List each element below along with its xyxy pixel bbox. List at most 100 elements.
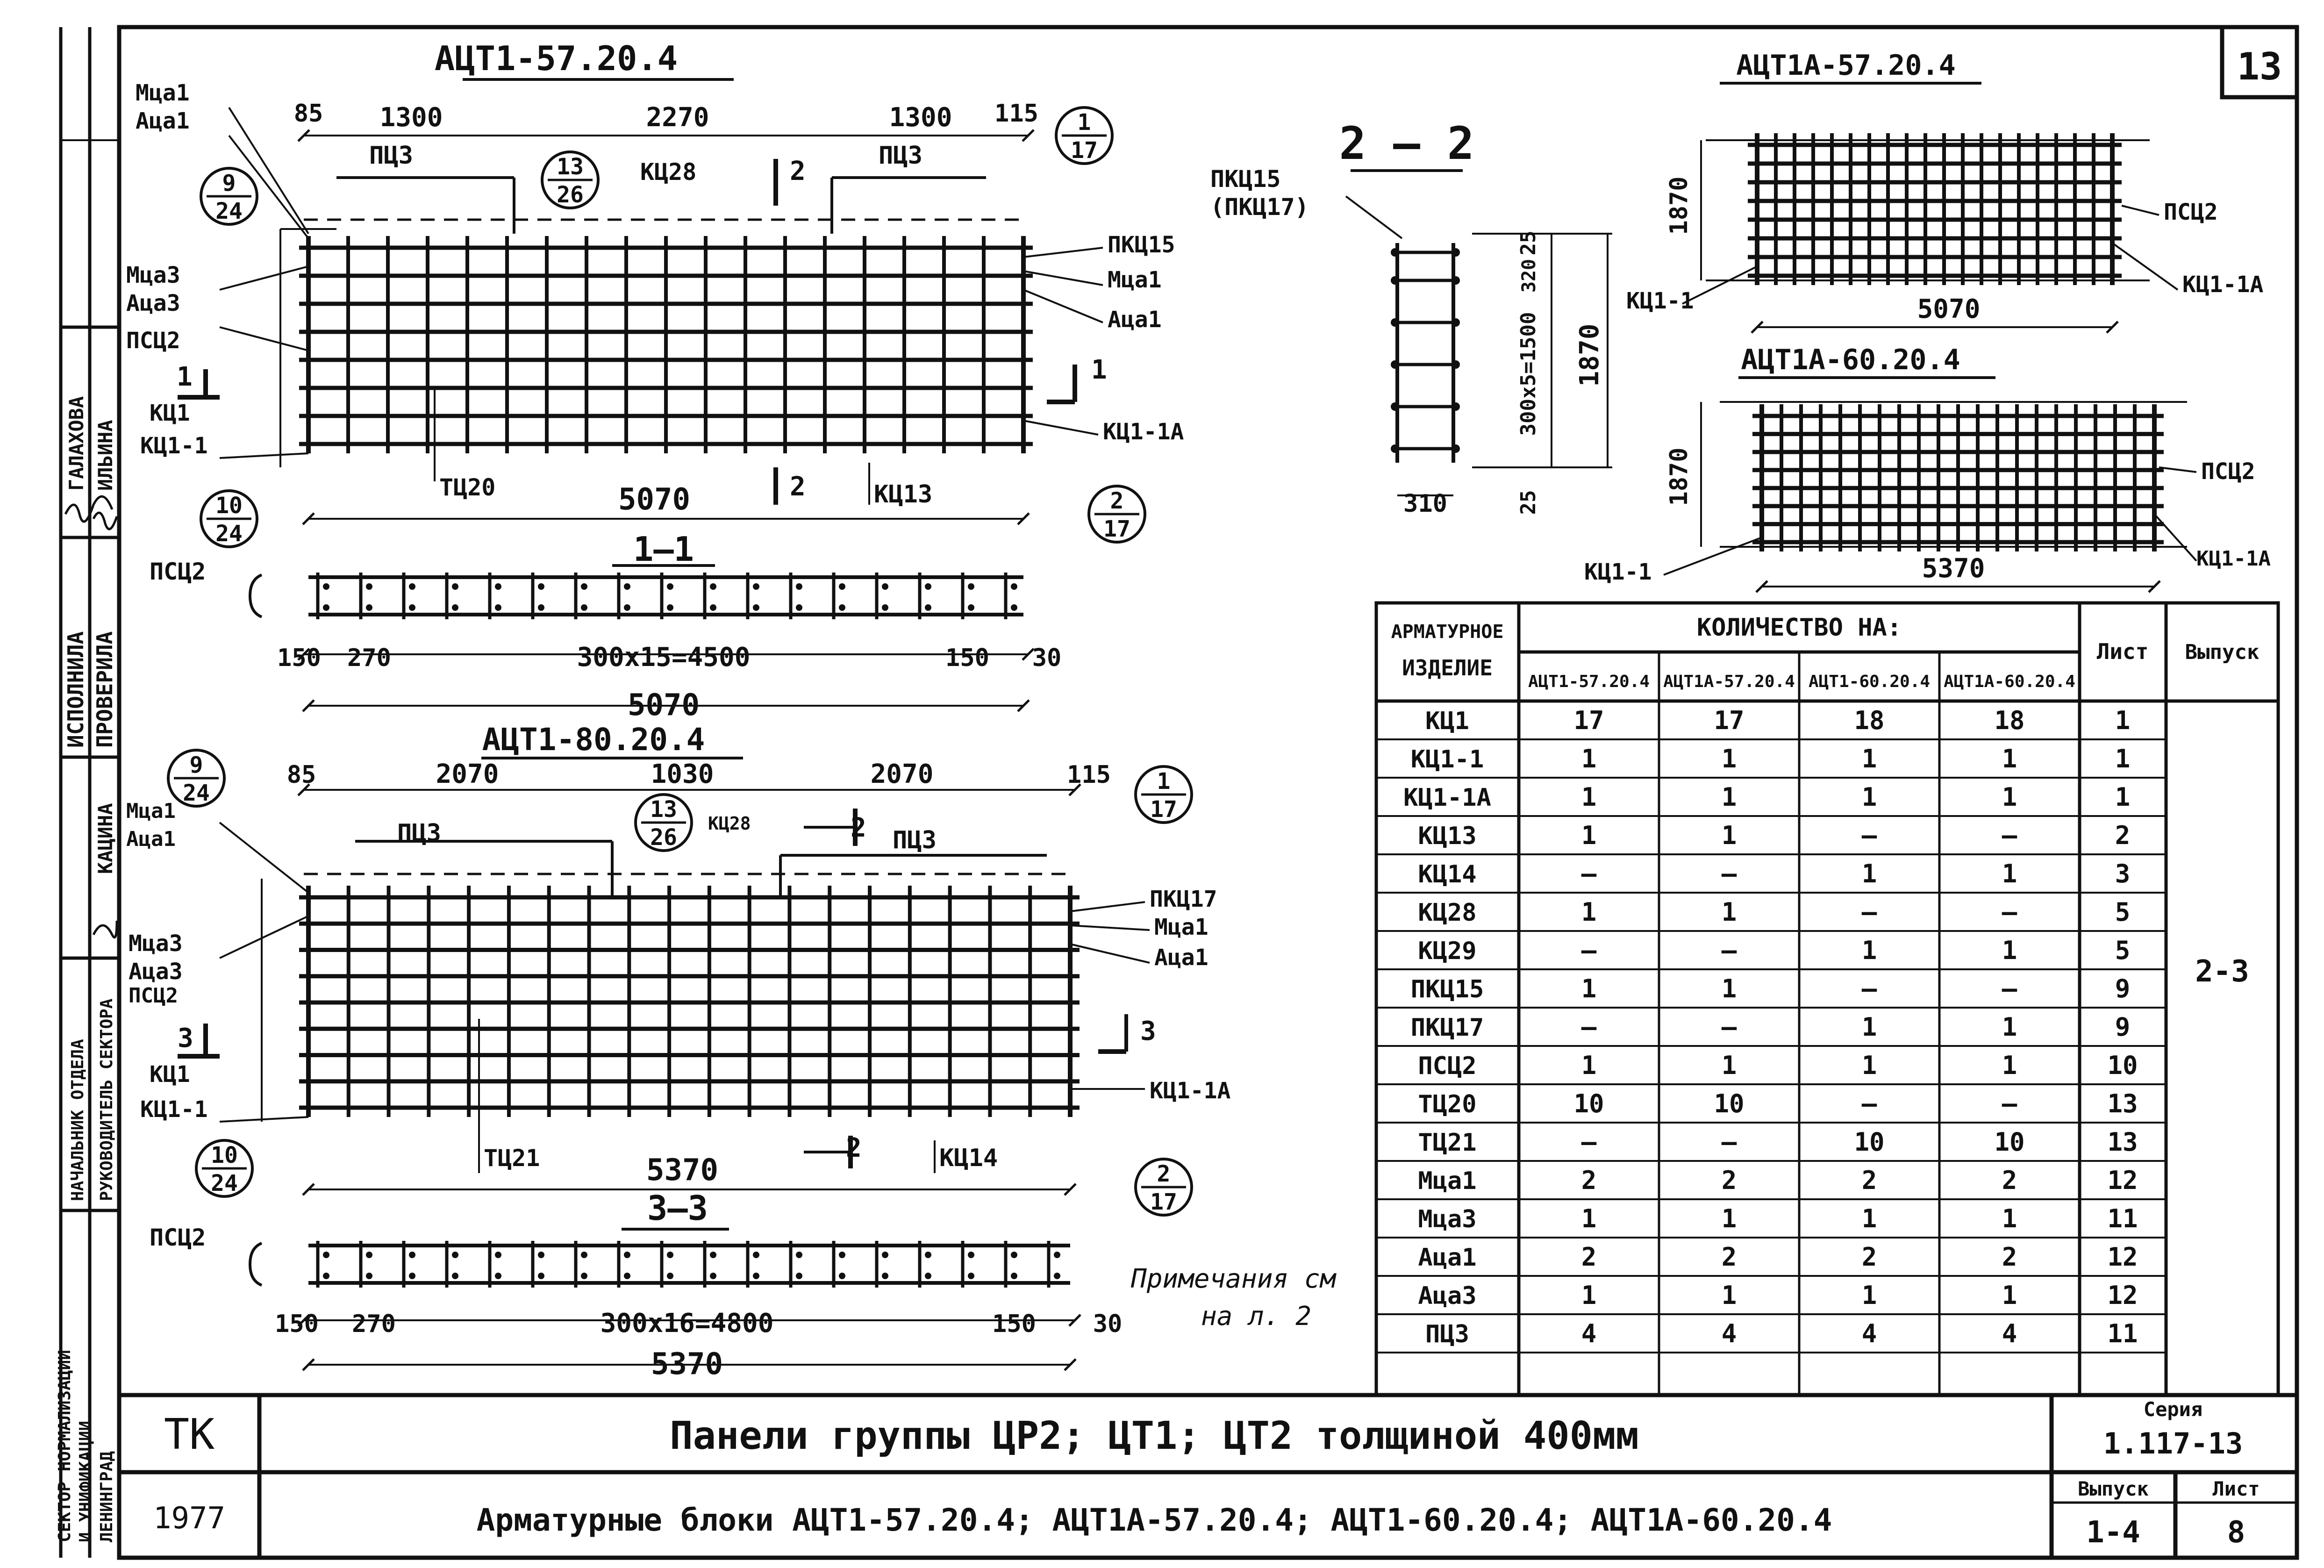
tl-label-kc1-1: КЦ1-1 (140, 433, 208, 459)
table-row-16-qty-3: 4 (2002, 1319, 2017, 1348)
s33-dot-bot-14 (925, 1273, 931, 1279)
tl-leader-pkc15 (1023, 247, 1103, 258)
s11-brace (248, 573, 263, 618)
bl-label-pc3a: ПЦ3 (397, 819, 441, 847)
mr-label-kc1-1a: КЦ1-1А (2196, 547, 2271, 571)
s33-dot-bot-15 (968, 1273, 974, 1279)
s11-dot-bot-10 (753, 604, 759, 611)
sec33-total: 5370 (651, 1347, 723, 1382)
sec33-title: 3—3 (647, 1189, 708, 1228)
s33-dot-bot-7 (624, 1273, 630, 1279)
tl-leader-mca1r (1023, 270, 1103, 286)
tl-leader-kc1-1a (1023, 420, 1099, 436)
table-row-3-qty-2: — (1862, 821, 1877, 850)
table-row-14-qty-3: 2 (2002, 1242, 2017, 1272)
tl-label-cut2a: 2 (790, 156, 806, 186)
table-row-item-9: ПСЦ2 (1418, 1052, 1476, 1080)
s33-dot-top-15 (968, 1252, 974, 1258)
tl-labels: Мца1 Аца1 Мца3 Аца3 ПСЦ2 1 КЦ1 КЦ1-1 ПЦ3… (126, 80, 1184, 508)
table-row-4-qty-3: 1 (2002, 859, 2017, 888)
tl-label-aca1: Аца1 (136, 108, 190, 134)
table-row-16-qty-2: 4 (1862, 1319, 1877, 1348)
mr-height: 1870 (1665, 447, 1693, 506)
s22-dot-r-0 (1452, 248, 1460, 257)
bl-label-aca3: Аца3 (129, 959, 183, 985)
bl-label-pkc17: ПКЦ17 (1150, 886, 1217, 912)
tl-dim-bottom-tick-a (302, 512, 315, 525)
bl-label-kc28: КЦ28 (708, 813, 751, 834)
s22-dot-r-1 (1452, 276, 1460, 285)
s22-dot-l-5 (1391, 444, 1399, 453)
table-row-0-qty-1: 17 (1714, 706, 1744, 735)
s11-dot-top-3 (452, 583, 458, 590)
sec22-dim-320: 320 (1518, 259, 1540, 293)
bl-label-tc21: ТЦ21 (484, 1145, 540, 1172)
s33-dot-bot-17 (1054, 1273, 1060, 1279)
table-row-13-qty-1: 1 (1722, 1204, 1737, 1233)
table-row-sheet-6: 5 (2115, 936, 2131, 965)
tl-callout-3-bottom: 24 (215, 521, 243, 547)
bl-dim-top-tick-a (297, 783, 310, 796)
tb-title1: Панели группы ЦР2; ЦТ1; ЦТ2 толщиной 400… (670, 1414, 1638, 1458)
tl-label-pkc15: ПКЦ15 (1108, 232, 1175, 258)
table-row-4-qty-0: — (1581, 859, 1597, 888)
tl-title: АЦТ1-57.20.4 (435, 39, 678, 78)
tr-label-kc1-1a: КЦ1-1А (2182, 272, 2263, 298)
table-row-1-qty-3: 1 (2002, 744, 2017, 773)
bl-leader-mca1r (1070, 924, 1150, 931)
table-row-item-11: ТЦ21 (1418, 1129, 1476, 1157)
mr-leader-kc1-1a (2153, 513, 2197, 562)
table-row-5-qty-1: 1 (1722, 897, 1737, 927)
table-row-sheet-11: 13 (2107, 1127, 2138, 1157)
bl-label-cut2a: 2 (851, 813, 866, 843)
table-row-11-qty-3: 10 (1994, 1127, 2024, 1157)
table-row-2-qty-1: 1 (1722, 782, 1737, 812)
s33-dot-top-8 (667, 1252, 673, 1258)
table-row-sheet-12: 12 (2107, 1166, 2138, 1195)
tl-label-cut1: 1 (177, 362, 193, 392)
tl-callout-2-top: 1 (1078, 109, 1091, 136)
bl-callout-2-bottom: 17 (1150, 796, 1177, 823)
tl-callout-4-bottom: 17 (1103, 516, 1130, 542)
tl-leader-aca1r (1023, 289, 1103, 323)
section-1-1 (248, 564, 1035, 712)
stamp-sector-norm: СЕКТОР НОРМАЛИЗАЦИИ (55, 1350, 74, 1542)
s33-dot-bot-16 (1011, 1273, 1017, 1279)
table-row-sheet-13: 11 (2107, 1204, 2138, 1233)
tl-dim-2270: 2270 (646, 102, 709, 133)
table-row-0-qty-0: 17 (1573, 706, 1604, 735)
s33-dot-top-12 (839, 1252, 845, 1258)
s33-total-line-tick-b (1064, 1358, 1077, 1371)
s33-dot-top-14 (925, 1252, 931, 1258)
table-row-sheet-15: 12 (2107, 1281, 2138, 1310)
bl-label-cut3: 3 (178, 1023, 193, 1053)
s11-dot-top-6 (581, 583, 587, 590)
tl-label-pc3a: ПЦ3 (369, 142, 413, 170)
th-issue: Выпуск (2185, 640, 2260, 664)
s33-dot-bot-0 (323, 1273, 329, 1279)
s33-dot-bot-9 (710, 1273, 716, 1279)
tl-label-mca1: Мца1 (136, 80, 190, 106)
note-line2: на л. 2 (1201, 1301, 1311, 1332)
tl-dims-top: 85 1300 2270 1300 115 (294, 100, 1038, 133)
table-row-sheet-14: 12 (2107, 1242, 2138, 1272)
table-row-item-7: ПКЦ15 (1411, 975, 1484, 1003)
s11-dim-line-tick-a (297, 648, 310, 661)
s33-dot-bot-8 (667, 1273, 673, 1279)
tr-height: 1870 (1665, 176, 1693, 235)
s11-dot-bot-13 (882, 604, 888, 611)
table-row-sheet-3: 2 (2115, 821, 2131, 850)
table-row-6-qty-1: — (1722, 936, 1737, 965)
bl-leader-mca3 (219, 915, 309, 959)
sec33-dims: 150 270 300x16=4800 150 30 5370 (275, 1308, 1122, 1382)
table-row-item-12: Мца1 (1418, 1167, 1476, 1195)
bl-label-kc1-1: КЦ1-1 (140, 1096, 208, 1123)
s11-dot-top-13 (882, 583, 888, 590)
s33-dim-line-tick-b (1068, 1314, 1081, 1327)
tl-leader-kc1 (219, 452, 309, 459)
tl-dim-top-tick-b (1022, 129, 1035, 142)
mr-width: 5370 (1922, 553, 1985, 584)
bl-leader-pkc17 (1070, 901, 1145, 912)
bl-callout-4-bottom: 17 (1150, 1189, 1177, 1215)
sec33-dim-270: 270 (352, 1310, 396, 1338)
